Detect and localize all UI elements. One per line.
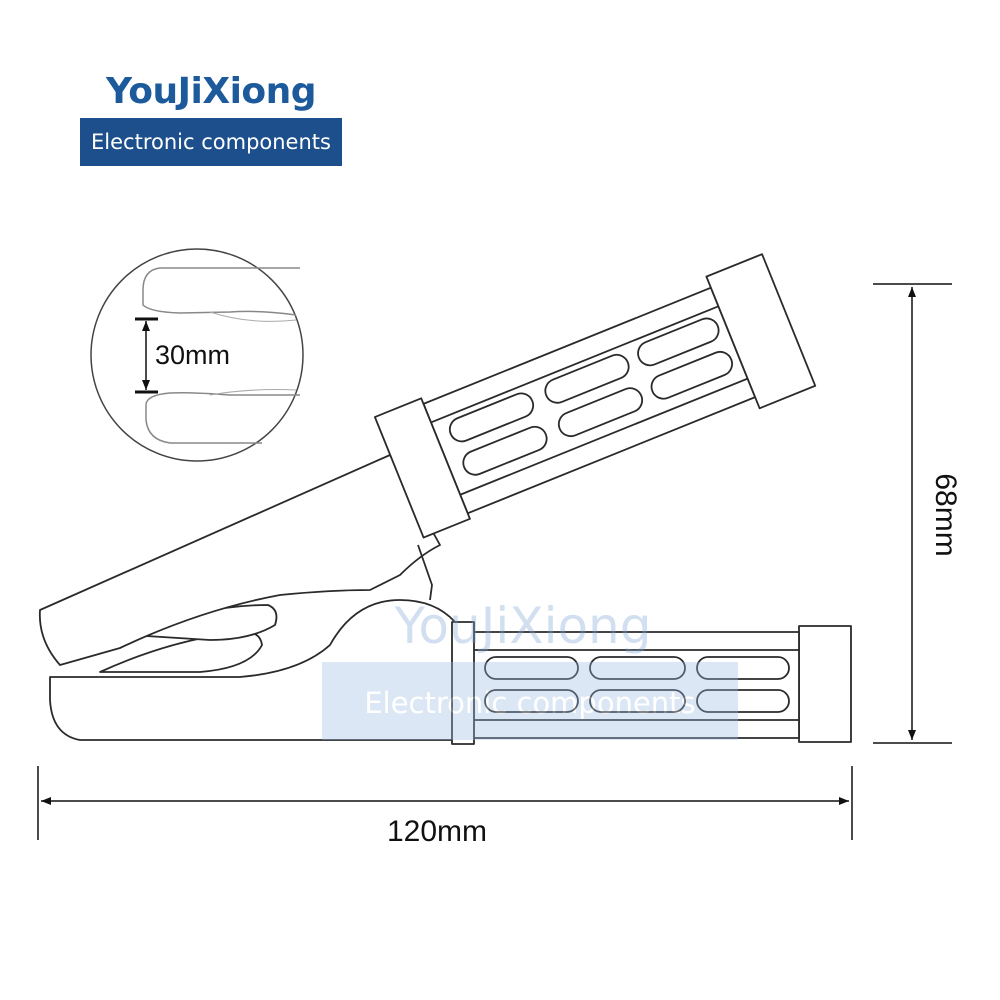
- height-label: 68mm: [929, 473, 962, 556]
- length-dimension: 120mm: [37, 766, 853, 848]
- watermark-tagline: Electronic components: [364, 686, 695, 720]
- watermark-name: YouJiXiong: [394, 597, 652, 655]
- brand-tagline: Electronic components: [80, 118, 342, 166]
- height-dimension: 68mm: [873, 283, 962, 744]
- length-label: 120mm: [387, 815, 487, 848]
- brand-name: YouJiXiong: [105, 71, 317, 112]
- alligator-clip: [38, 253, 852, 745]
- watermark: YouJiXiong Electronic components: [322, 597, 738, 740]
- brand-logo: YouJiXiong Electronic components: [80, 70, 342, 166]
- jaw-opening-label: 30mm: [155, 340, 230, 370]
- jaw-detail-inset: 30mm: [90, 248, 304, 462]
